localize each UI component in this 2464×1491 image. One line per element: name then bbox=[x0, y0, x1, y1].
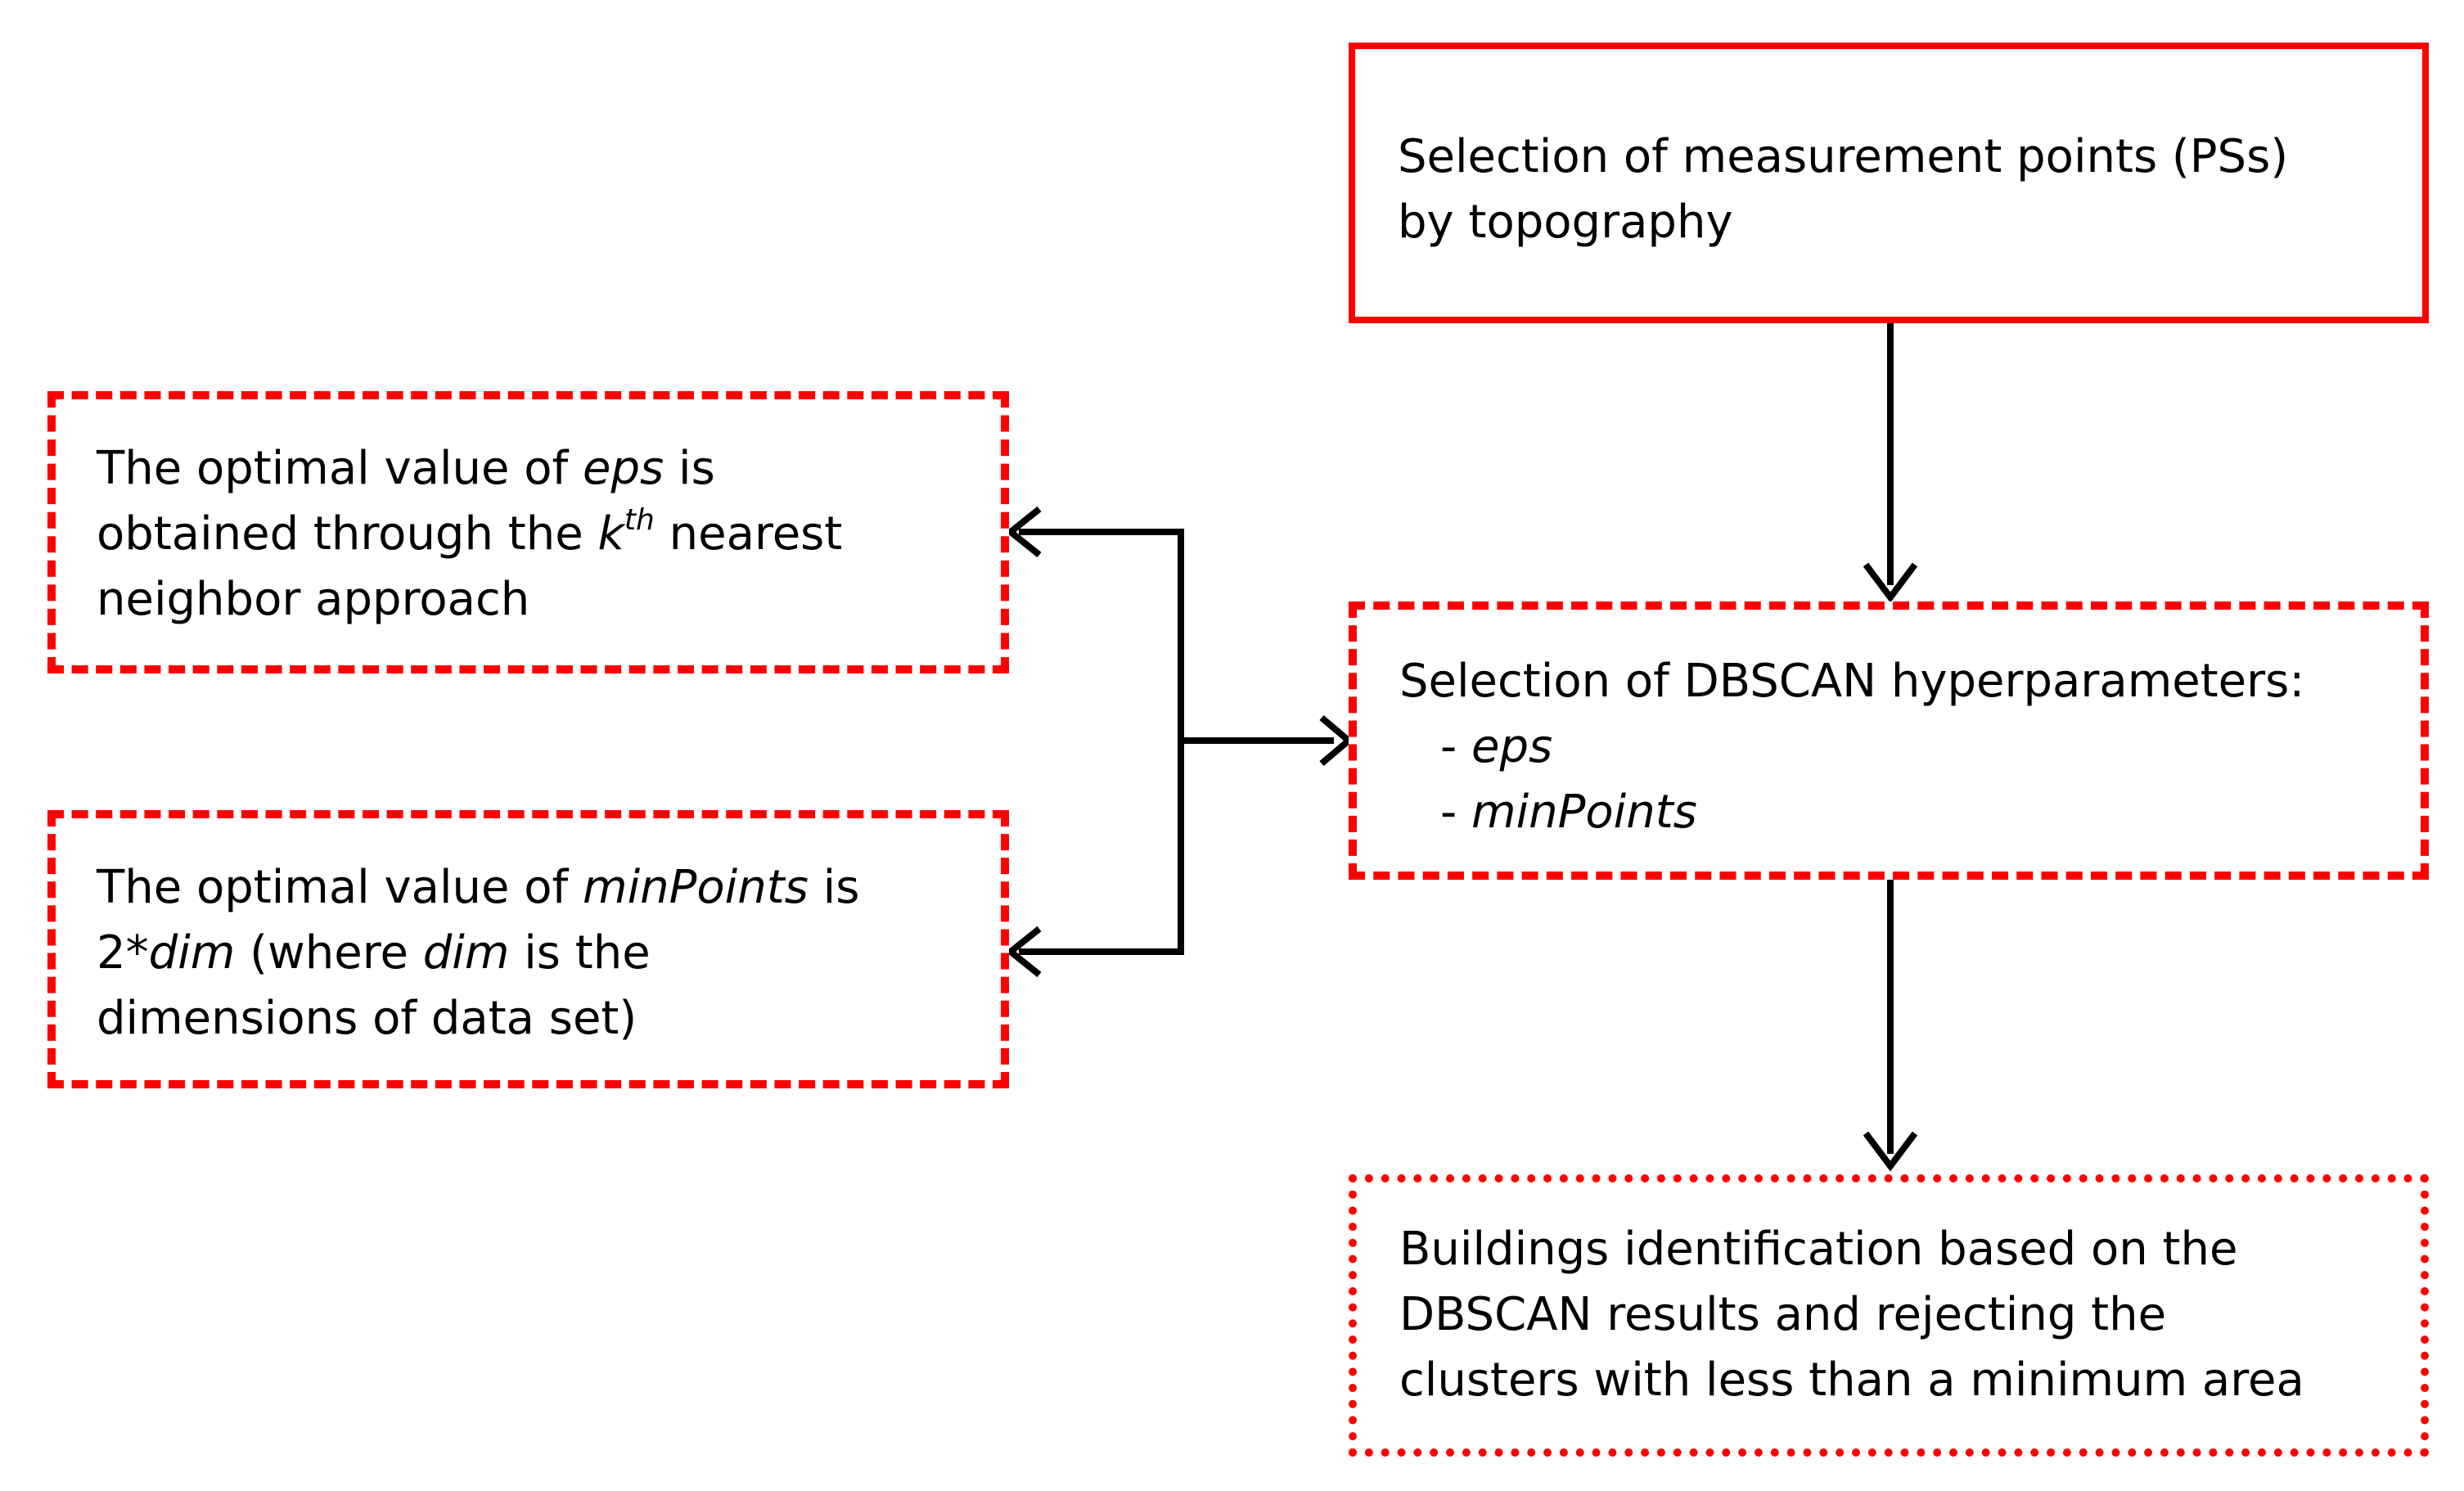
eps-method-line2: obtained through the kth nearest bbox=[97, 502, 842, 567]
selection-points-line2: by topography bbox=[1398, 196, 1733, 249]
text: The optimal value of bbox=[97, 442, 583, 495]
eps-method-line1: The optimal value of eps is bbox=[97, 436, 842, 502]
minpoints-method-text: The optimal value of minPoints is 2*dim … bbox=[97, 855, 859, 1052]
buildings-text: Buildings identification based on the DB… bbox=[1399, 1217, 2304, 1413]
text: obtained through the bbox=[97, 507, 598, 561]
minpoints-method-box: The optimal value of minPoints is 2*dim … bbox=[47, 810, 1009, 1088]
minpoints-method-line2: 2*dim (where dim is the bbox=[97, 921, 859, 986]
text: The optimal value of bbox=[97, 861, 583, 914]
param-minpoints: minPoints bbox=[1471, 786, 1697, 839]
eps-method-box: The optimal value of eps is obtained thr… bbox=[47, 391, 1009, 673]
minpoints-method-line1: The optimal value of minPoints is bbox=[97, 855, 859, 921]
selection-points-text: Selection of measurement points (PSs) by… bbox=[1398, 124, 2288, 255]
text: (where bbox=[235, 926, 423, 980]
minpoints-method-line3: dimensions of data set) bbox=[97, 992, 637, 1045]
text: is bbox=[808, 861, 860, 914]
text: 2* bbox=[97, 926, 149, 980]
text: nearest bbox=[654, 507, 843, 561]
superscript-th: th bbox=[624, 503, 655, 537]
dbscan-params-text: Selection of DBSCAN hyperparameters: - e… bbox=[1399, 649, 2304, 845]
dbscan-param-eps: - eps bbox=[1399, 714, 2304, 780]
arrowhead-down-2 bbox=[1863, 1131, 1918, 1172]
selection-points-box: Selection of measurement points (PSs) by… bbox=[1349, 43, 2429, 323]
dim-variable: dim bbox=[148, 926, 236, 980]
k-variable: k bbox=[597, 507, 624, 561]
param-minpoints: minPoints bbox=[583, 861, 809, 914]
param-eps: eps bbox=[583, 442, 664, 495]
dbscan-params-box: Selection of DBSCAN hyperparameters: - e… bbox=[1349, 601, 2429, 880]
dash: - bbox=[1440, 786, 1472, 839]
arrowhead-left-2 bbox=[1005, 926, 1042, 978]
eps-method-text: The optimal value of eps is obtained thr… bbox=[97, 436, 842, 633]
buildings-line2: DBSCAN results and rejecting the bbox=[1399, 1288, 2167, 1341]
buildings-box: Buildings identification based on the DB… bbox=[1349, 1174, 2429, 1457]
bracket-connector bbox=[1019, 529, 1184, 955]
text: is bbox=[664, 442, 715, 495]
arrowhead-left-1 bbox=[1005, 506, 1042, 558]
dbscan-param-minpoints: - minPoints bbox=[1399, 780, 2304, 845]
param-eps: eps bbox=[1471, 720, 1553, 773]
selection-points-line1: Selection of measurement points (PSs) bbox=[1398, 130, 2289, 183]
eps-method-line3: neighbor approach bbox=[97, 573, 530, 626]
dim-variable: dim bbox=[422, 926, 510, 980]
arrowhead-down-1 bbox=[1863, 562, 1918, 603]
buildings-line1: Buildings identification based on the bbox=[1399, 1223, 2238, 1276]
buildings-line3: clusters with less than a minimum area bbox=[1399, 1354, 2304, 1407]
dash: - bbox=[1440, 720, 1472, 773]
dbscan-params-title: Selection of DBSCAN hyperparameters: bbox=[1399, 655, 2305, 708]
text: is the bbox=[509, 926, 651, 980]
